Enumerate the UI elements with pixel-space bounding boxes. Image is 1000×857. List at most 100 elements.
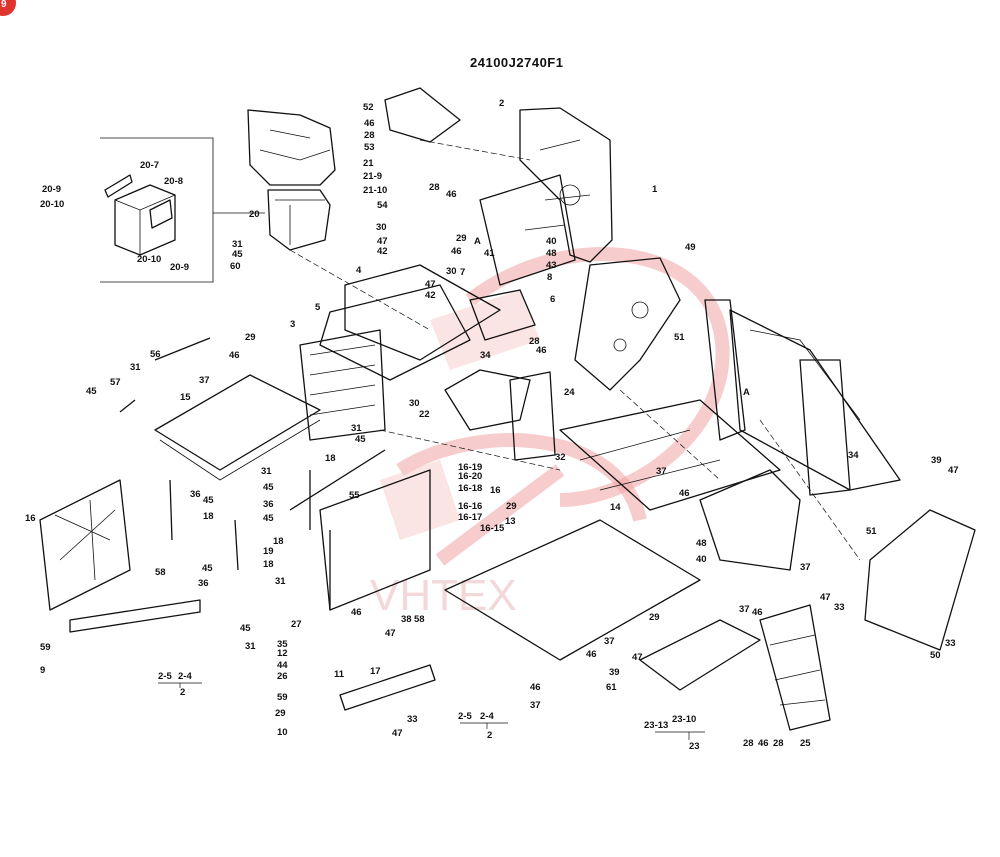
label-2-5: 2-5 [158,671,172,682]
label-58-b: 58 [414,614,425,625]
label-47-b: 47 [425,279,436,290]
label-18-c: 18 [273,536,284,547]
lower-rails [69,337,436,711]
label-31-f: 31 [245,641,256,652]
floor-plate [319,264,536,381]
label-16-17: 16-17 [458,512,482,523]
label-7: 7 [460,267,465,278]
label-46: 46 [364,118,375,129]
label-52: 52 [363,102,374,113]
page-badge: 9 [0,0,16,16]
label-46-i: 46 [530,682,541,693]
label-16-19: 16-19 [458,462,482,473]
label-17: 17 [370,666,381,677]
label-45: 45 [232,249,243,260]
label-31-d: 31 [261,466,272,477]
label-50: 50 [930,650,941,661]
label-31: 31 [232,239,243,250]
label-26: 26 [277,671,288,682]
diagram-code: 24100J2740F1 [470,55,564,70]
label-59: 59 [40,642,51,653]
label-45-f: 45 [263,513,274,524]
seat-assembly [247,109,431,331]
group-brackets [158,682,705,740]
label-36-c: 36 [198,578,209,589]
watermark-text: VHTEX [370,571,517,620]
label-37-c: 37 [604,636,615,647]
label-24: 24 [564,387,575,398]
inset-seat-bracket [100,137,265,283]
label-25: 25 [800,738,811,749]
label-34-b: 34 [848,450,859,461]
label-45-e: 45 [203,495,214,506]
label-33: 33 [834,602,845,613]
label-39-b: 39 [609,667,620,678]
ref-a: A [474,236,481,247]
main-frame [444,399,781,661]
label-28-e: 28 [773,738,784,749]
label-16-b: 16 [490,485,501,496]
label-40: 40 [546,236,557,247]
label-46-b: 46 [446,189,457,200]
label-16-15: 16-15 [480,523,505,534]
label-46-h: 46 [586,649,597,660]
label-2-b: 2 [180,687,185,698]
label-3: 3 [290,319,295,330]
step-23 [639,619,761,691]
label-1: 1 [652,184,658,195]
label-12: 12 [277,648,288,659]
cover-50 [864,509,976,651]
label-28-d: 28 [743,738,754,749]
label-45-d: 45 [263,482,274,493]
label-39: 39 [931,455,942,466]
label-31-b: 31 [130,362,141,373]
label-46-e: 46 [536,345,547,356]
watermark: VHTEX [370,247,730,620]
label-56: 56 [150,349,161,360]
hood-panel [154,329,386,481]
label-53: 53 [364,142,375,153]
loader-frame [704,299,901,496]
label-29-c: 29 [506,501,517,512]
label-58: 58 [155,567,166,578]
label-48: 48 [546,248,557,259]
label-16: 16 [25,513,36,524]
label-47-d: 47 [385,628,396,639]
label-37-d: 37 [530,700,541,711]
label-28: 28 [364,130,375,141]
left-panel [39,479,131,611]
label-14: 14 [610,502,621,513]
label-54: 54 [377,200,388,211]
tool-box [699,469,801,571]
console-22 [444,369,531,431]
label-45-g: 45 [202,563,213,574]
label-18: 18 [325,453,336,464]
label-20-9: 20-9 [42,184,61,195]
label-47: 47 [377,236,388,247]
label-18-d: 18 [263,559,274,570]
label-11: 11 [334,669,345,680]
label-46-d: 46 [229,350,240,361]
label-40-b: 40 [696,554,707,565]
label-60: 60 [230,261,241,272]
label-51-b: 51 [866,526,877,537]
part-labels: 1 2 3 4 5 6 7 8 9 10 11 12 13 14 15 16 1… [25,98,959,752]
label-21-10: 21-10 [363,185,387,196]
label-20-10: 20-10 [40,199,64,210]
label-19: 19 [263,546,274,557]
label-13: 13 [505,516,516,527]
reference-lines [379,139,861,561]
label-36-b: 36 [263,499,274,510]
label-55: 55 [349,490,360,501]
label-16-18: 16-18 [458,483,482,494]
label-47-f: 47 [392,728,403,739]
label-31-c: 31 [351,423,362,434]
label-30-b: 30 [446,266,457,277]
label-29-d: 29 [649,612,660,623]
rear-frame [479,107,613,286]
label-35: 35 [277,639,288,650]
label-29-b: 29 [456,233,467,244]
label-2-5-b: 2-5 [458,711,472,722]
label-29: 29 [245,332,256,343]
label-42: 42 [377,246,388,257]
